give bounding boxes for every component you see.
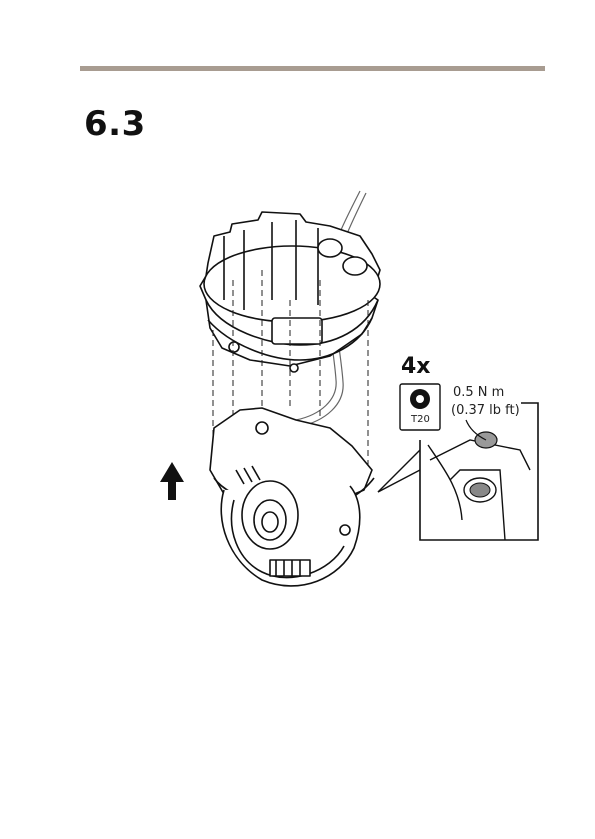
camera-dome-icon [210,408,374,586]
bit-size-label: T20 [411,414,430,425]
torque-imperial: (0.37 lb ft) [451,403,520,418]
quantity-label: 4x [401,354,431,379]
callout-leader [378,450,420,492]
torque-metric: 0.5 N m [453,385,504,400]
mounting-bracket-icon [200,212,380,372]
up-arrow-icon [160,462,184,500]
